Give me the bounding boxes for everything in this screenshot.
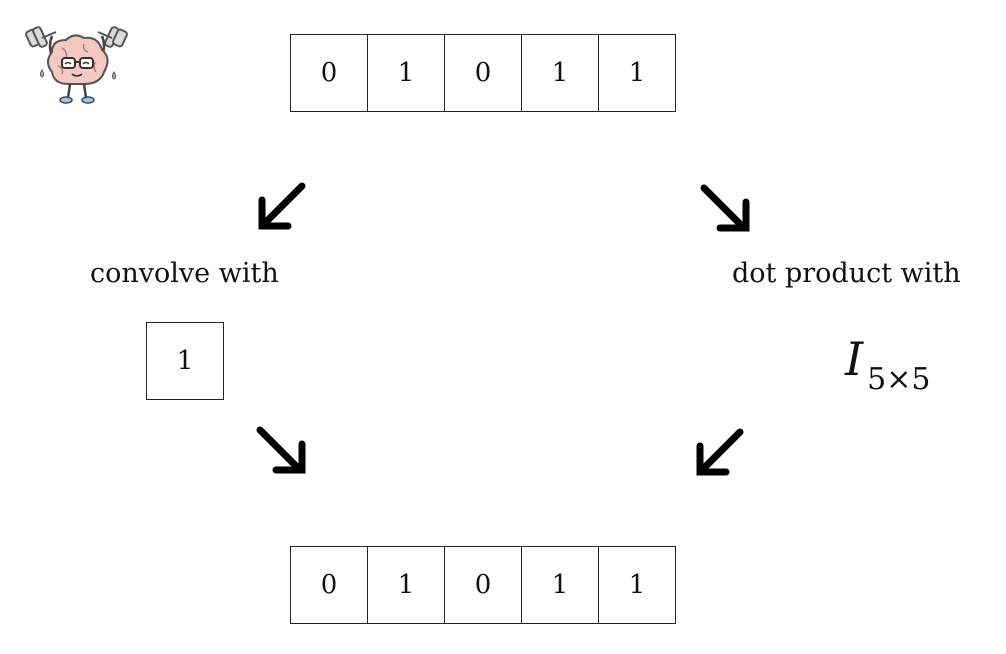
brain-mascot-icon — [25, 26, 128, 104]
input-array: 0 1 0 1 1 — [290, 34, 676, 112]
array-cell: 0 — [290, 546, 368, 624]
arrow-down-left-icon — [258, 182, 306, 230]
array-cell: 1 — [598, 546, 676, 624]
array-cell: 1 — [521, 34, 599, 112]
array-cell: 1 — [598, 34, 676, 112]
array-cell: 1 — [521, 546, 599, 624]
output-array: 0 1 0 1 1 — [290, 546, 676, 624]
arrow-down-left-icon — [696, 428, 744, 476]
array-cell: 0 — [290, 34, 368, 112]
array-cell: 0 — [444, 34, 522, 112]
convolve-label: convolve with — [90, 258, 279, 289]
arrow-down-right-icon — [256, 426, 306, 474]
identity-subscript: 5×5 — [867, 362, 931, 397]
arrow-down-right-icon — [700, 184, 750, 232]
array-cell: 1 — [367, 34, 445, 112]
dot-product-label: dot product with — [732, 258, 961, 289]
kernel-cell: 1 — [146, 322, 224, 400]
identity-symbol: I — [845, 332, 864, 386]
kernel-array: 1 — [146, 322, 224, 400]
array-cell: 0 — [444, 546, 522, 624]
array-cell: 1 — [367, 546, 445, 624]
